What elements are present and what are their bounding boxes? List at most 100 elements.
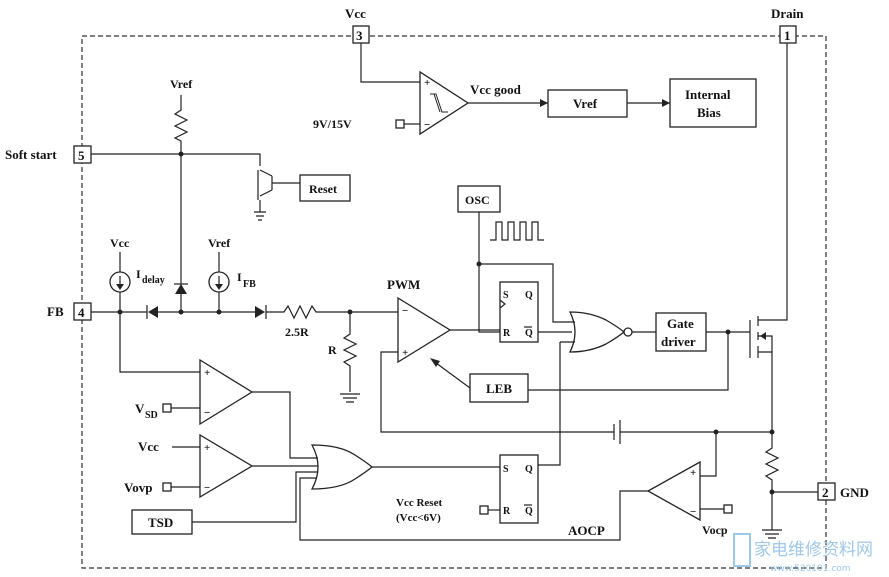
pin-gnd-number: 2 xyxy=(822,485,829,500)
vcc-ovp-label: Vcc xyxy=(138,439,159,454)
nor-bubble xyxy=(623,327,633,337)
uvlo-plus: + xyxy=(424,77,430,89)
pin-drain-box xyxy=(779,25,797,44)
wire-sense-ocp xyxy=(700,432,717,477)
arrow-icon xyxy=(662,99,670,107)
pwm-minus: − xyxy=(402,305,408,317)
vref-block-label: Vref xyxy=(573,96,598,111)
wire-leb-pwm xyxy=(431,359,471,389)
wire-osc-clock xyxy=(478,264,500,333)
vcc-reset-label-2: (Vcc<6V) xyxy=(396,512,441,524)
pin-drain: Drain 1 xyxy=(771,6,804,44)
internal-bias-label-1: Internal xyxy=(685,87,731,102)
uvlo-threshold-label: 9V/15V xyxy=(313,117,352,131)
arrow-icon xyxy=(430,358,440,367)
ocp-minus: − xyxy=(690,506,696,518)
watermark-text: 家电维修资料网 xyxy=(754,540,873,560)
gate-driver-label-2: driver xyxy=(661,334,696,349)
pin-drain-number: 1 xyxy=(784,28,791,43)
vref-top-label: Vref xyxy=(170,77,193,91)
vcc-idelay-label: Vcc xyxy=(110,236,130,250)
uvlo-ref-terminal xyxy=(395,119,405,129)
leb-block-label: LEB xyxy=(486,381,512,396)
ground-icon xyxy=(762,492,782,539)
watermark-logo xyxy=(733,533,751,567)
pin-gnd-label: GND xyxy=(840,485,869,500)
pin-fb-number: 4 xyxy=(78,305,85,320)
resistor-2-5r xyxy=(266,304,350,320)
softstart-transistor xyxy=(259,169,300,197)
clock-waveform-icon xyxy=(490,221,544,241)
idelay-label: I xyxy=(136,267,141,281)
wire-sd-or xyxy=(252,391,318,459)
resistor-2-5r-label: 2.5R xyxy=(285,325,309,339)
tsd-block-label: TSD xyxy=(148,515,173,530)
clock-edge-icon xyxy=(499,299,506,309)
pin-drain-label: Drain xyxy=(771,6,804,21)
latch2-r: R xyxy=(503,506,511,517)
ground-icon xyxy=(254,200,266,221)
pin-gnd: 2 GND xyxy=(817,482,869,501)
resistor-sense xyxy=(764,432,780,492)
sr-latch-upper xyxy=(499,281,539,343)
vcc-good-label: Vcc good xyxy=(470,82,522,97)
or-gate xyxy=(310,444,374,490)
vsd-sub: SD xyxy=(145,410,158,421)
wire-osc xyxy=(478,212,554,310)
vsd-label: V xyxy=(135,401,145,416)
diode-fb-icon xyxy=(148,306,158,318)
vovp-label: Vovp xyxy=(124,480,152,495)
ovp-comparator xyxy=(199,433,254,499)
resistor-r xyxy=(342,312,358,392)
internal-bias-block xyxy=(669,78,757,128)
diode-softstart-icon xyxy=(175,284,187,294)
pin-fb-label: FB xyxy=(47,304,64,319)
ifb-sub: FB xyxy=(243,279,256,290)
vsd-terminal xyxy=(162,403,172,413)
capacitor-blank xyxy=(610,420,716,444)
leb-block xyxy=(469,373,529,403)
wire-aocp xyxy=(299,477,648,541)
wire-cs-feedback xyxy=(380,351,610,433)
junction-dot xyxy=(216,309,222,315)
resistor-r-label: R xyxy=(328,343,337,357)
wire-latch2-nor xyxy=(538,341,575,466)
mosfet-arrow-icon xyxy=(760,332,766,340)
wire-fb-sd xyxy=(119,312,200,373)
wire-osc-nor xyxy=(552,310,575,323)
osc-block-label: OSC xyxy=(465,193,490,207)
wire-vcc-to-comparator xyxy=(360,43,420,83)
ovp-minus: − xyxy=(204,482,210,494)
tsd-block xyxy=(131,509,193,535)
vovp-terminal xyxy=(162,482,172,492)
vref-ifb-label: Vref xyxy=(208,236,231,250)
wire-tsd-or xyxy=(192,471,318,523)
wire-softstart xyxy=(91,153,261,166)
reset-block-label: Reset xyxy=(309,182,337,196)
sd-minus: − xyxy=(204,407,210,419)
diode-fb2-icon xyxy=(255,306,265,318)
ocp-plus: + xyxy=(690,467,696,479)
sr-latch-lower xyxy=(499,454,539,524)
current-arrow-icon xyxy=(215,284,223,290)
ocp-comparator xyxy=(646,460,701,522)
pin-vcc-number: 3 xyxy=(356,28,363,43)
vocp-label: Vocp xyxy=(702,523,728,537)
reset-block xyxy=(299,174,351,202)
idelay-sub: delay xyxy=(142,275,165,286)
current-arrow-icon xyxy=(116,284,124,290)
ifb-label: I xyxy=(237,270,242,284)
uvlo-comparator xyxy=(419,70,470,136)
latch-s: S xyxy=(503,290,509,301)
pin-soft-start: Soft start 5 xyxy=(5,145,92,164)
gate-driver-label-1: Gate xyxy=(667,316,694,331)
pwm-comparator xyxy=(397,296,452,364)
latch2-qbar: Q xyxy=(525,506,533,517)
pwm-label: PWM xyxy=(387,277,420,292)
sd-plus: + xyxy=(204,367,210,379)
vcc-reset-label-1: Vcc Reset xyxy=(396,497,442,509)
chip-boundary xyxy=(81,35,827,569)
aocp-label: AOCP xyxy=(568,523,605,538)
junction-dot xyxy=(725,329,731,335)
